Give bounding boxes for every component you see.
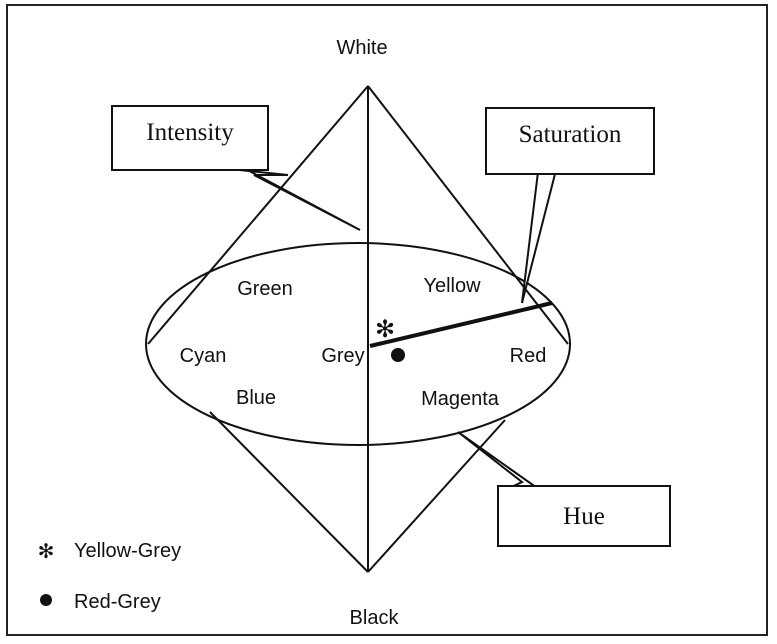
legend-dot-icon [40, 594, 52, 606]
lower-cone-left-edge [209, 411, 369, 573]
lower-cone-right-edge [367, 419, 506, 573]
grey-label: Grey [321, 345, 364, 367]
intensity-callout-box [111, 105, 269, 171]
red-label: Red [510, 345, 547, 367]
red-grey-dot-icon [391, 348, 405, 362]
blue-label: Blue [236, 387, 276, 409]
hue-callout-pointer [457, 431, 544, 491]
legend-asterisk-icon: ✻ [38, 539, 55, 563]
legend-yellow-grey-label: Yellow-Grey [74, 540, 181, 562]
white-vertex-label: White [336, 37, 387, 59]
intensity-callout-pointer [199, 165, 361, 231]
saturation-callout-box [485, 107, 655, 175]
saturation-callout-pointer [512, 171, 561, 304]
saturation-callout-label: Saturation [519, 121, 622, 148]
saturation-line [369, 301, 553, 348]
magenta-label: Magenta [421, 388, 500, 410]
legend-red-grey-label: Red-Grey [74, 591, 161, 613]
upper-cone-right-edge [367, 85, 569, 345]
green-label: Green [237, 278, 293, 300]
black-vertex-label: Black [350, 607, 400, 629]
yellow-grey-asterisk-icon: ✻ [375, 315, 395, 343]
yellow-label: Yellow [423, 275, 481, 297]
upper-cone-left-edge [147, 85, 369, 345]
hue-ellipse [145, 242, 571, 446]
intensity-callout-label: Intensity [146, 119, 234, 146]
hue-callout-box [497, 485, 671, 547]
cyan-label: Cyan [180, 345, 227, 367]
hue-callout-label: Hue [563, 503, 605, 530]
